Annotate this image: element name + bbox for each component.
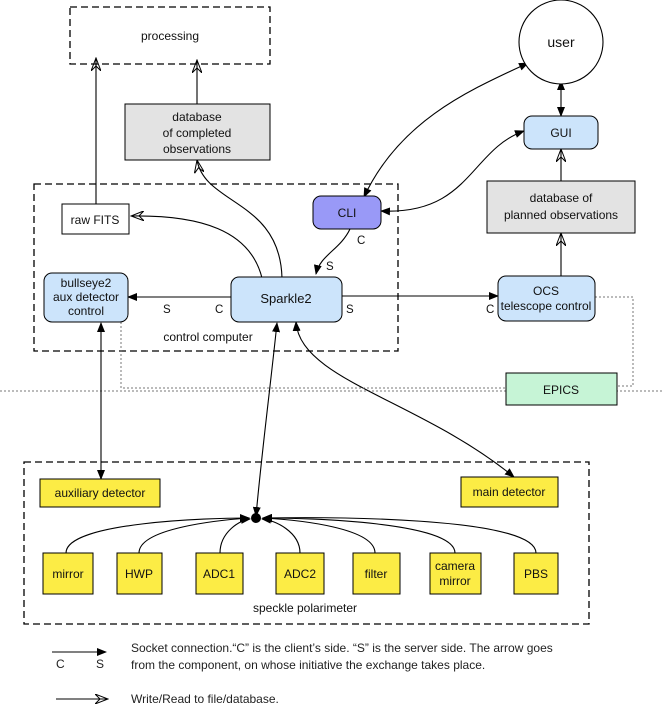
bullseye-line1: bullseye2 [61,276,112,290]
epics-label: EPICS [543,383,579,397]
db-completed-line1: database [172,110,222,124]
edge-filter-bus [262,514,376,554]
bullseye-node [43,272,129,323]
user-label: user [547,34,575,50]
edge-sparkle-dbcompleted [197,160,283,279]
edge-sparkle-rawfits [131,216,263,279]
legend: C S Socket connection.“C” is the client’… [52,641,553,706]
filter-node [352,552,401,595]
pbs-label: PBS [524,567,548,581]
legend-socket-c: C [56,657,65,671]
edge-adc2-bus [261,515,301,554]
mirror-node [42,552,94,595]
main-detector-label: main detector [473,485,546,499]
db-completed-line2: of completed [163,126,232,140]
speckle-polarimeter-label: speckle polarimeter [253,601,357,615]
raw-fits-label: raw FITS [71,213,120,227]
aux-detector-label: auxiliary detector [55,486,146,500]
pbs-node [513,552,559,595]
legend-socket-s: S [96,657,104,671]
cli-node [312,195,382,230]
db-planned-line1: database of [530,191,593,205]
sparkle-node [230,276,343,323]
filter-label: filter [365,567,388,581]
connections [65,58,634,554]
control-computer-label: control computer [163,330,252,344]
ocs-c-label: C [486,304,494,316]
adc1-label: ADC1 [203,567,235,581]
mirror-label: mirror [52,567,83,581]
processing-box [69,6,271,65]
legend-socket-text-1: Socket connection.“C” is the client’s si… [131,641,553,655]
edge-sparkle-motionbus [252,322,281,517]
camera-mirror-line1: camera [435,559,475,573]
bullseye-s-label: S [163,304,171,316]
cli-label: CLI [338,206,357,220]
camera-mirror-line2: mirror [439,574,470,588]
edge-mirror-bus [65,514,250,554]
hwp-node [116,552,163,595]
sparkle-s-label: S [346,304,354,316]
db-completed-line3: observations [163,142,231,156]
cli-c-label: C [357,235,365,247]
legend-write-text: Write/Read to file/database. [131,692,279,706]
ocs-line1: OCS [533,284,559,298]
db-planned-line2: planned observations [504,208,618,222]
camera-mirror-node [429,552,482,595]
legend-socket-text-2: from the component, on whose initiative … [131,658,485,672]
adc2-label: ADC2 [284,567,316,581]
db-completed-node [124,103,271,161]
db-planned-node [486,180,636,234]
aux-detector-node [39,478,161,508]
adc1-node [195,552,244,595]
sparkle-label: Sparkle2 [260,291,311,306]
edge-cli-sparkle [313,228,351,275]
adc2-node [275,552,325,595]
cli-s-label: S [326,261,334,273]
bullseye-line2: aux detector [53,290,119,304]
user-node [518,0,604,85]
raw-fits-node [61,203,130,235]
edge-hwp-bus [138,514,250,554]
bullseye-line3: control [68,304,104,318]
edge-pbs-bus [262,513,537,554]
edge-sparkle-maindetector [292,321,515,478]
ocs-node [497,275,596,322]
epics-node [505,372,618,406]
edge-cli-user [363,62,529,198]
hwp-label: HWP [125,567,153,581]
ocs-line2: telescope control [501,299,592,313]
processing-label: processing [141,29,199,43]
edge-bullseye-epics [120,322,506,389]
edge-cli-gui [380,130,525,216]
edge-adc1-bus [219,515,251,554]
control-computer-box [33,183,399,352]
gui-node [523,115,599,150]
main-detector-node [460,476,559,508]
gui-label: GUI [550,126,571,140]
sparkle-c-label: C [215,304,223,316]
bus-junction-dot [251,513,261,523]
